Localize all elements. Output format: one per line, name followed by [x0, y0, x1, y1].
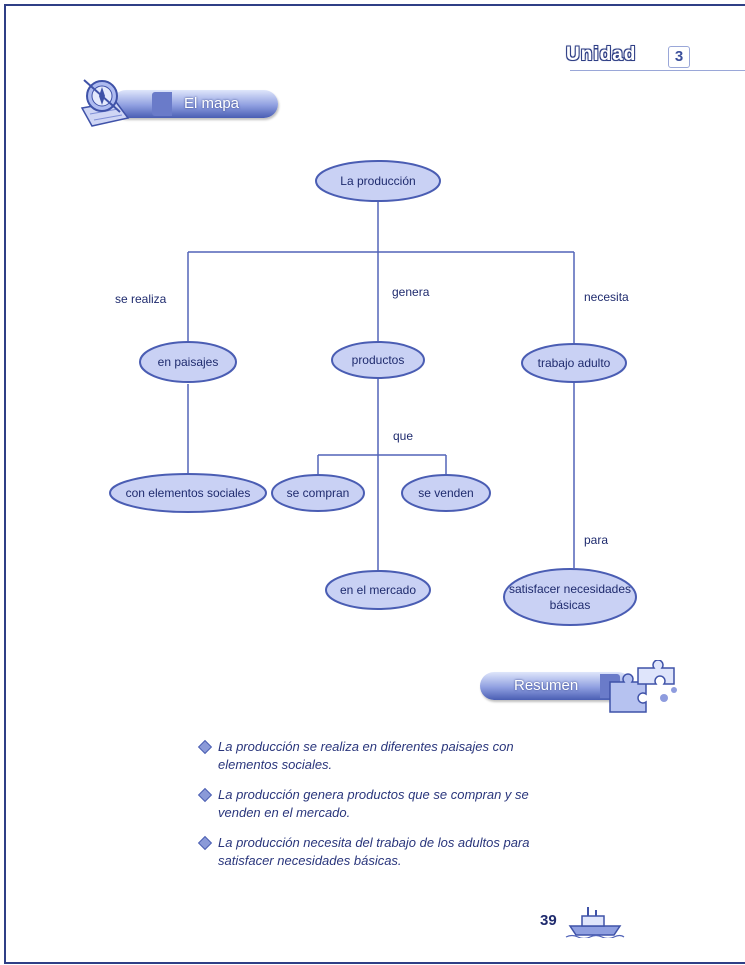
edge-label-para: para — [584, 533, 608, 547]
compass-icon — [83, 79, 121, 113]
diamond-bullet-icon — [197, 835, 213, 851]
node-label: se venden — [418, 486, 473, 500]
edge-label-que: que — [393, 429, 413, 443]
node-label: se compran — [287, 486, 350, 500]
summary-text: La producción se realiza en diferentes p… — [218, 739, 514, 772]
node-con-elementos-sociales: con elementos sociales — [109, 473, 267, 513]
page-number: 39 — [540, 912, 557, 929]
node-en-paisajes: en paisajes — [139, 341, 237, 383]
summary-section-title: Resumen — [514, 677, 579, 694]
unit-number: 3 — [668, 46, 690, 68]
puzzle-icon — [609, 660, 677, 713]
node-productos: productos — [331, 341, 425, 379]
node-satisfacer-necesidades: satisfacer necesidades básicas — [503, 568, 637, 626]
node-label: en paisajes — [158, 355, 219, 369]
edge-label-necesita: necesita — [584, 290, 629, 304]
node-en-el-mercado: en el mercado — [325, 570, 431, 610]
edge-label-genera: genera — [392, 285, 430, 299]
summary-text: La producción genera productos que se co… — [218, 787, 529, 820]
node-label-line-1: satisfacer necesidades — [509, 582, 631, 596]
node-label: trabajo adulto — [538, 356, 611, 370]
node-trabajo-adulto: trabajo adulto — [521, 343, 627, 383]
summary-list: La producción se realiza en diferentes p… — [197, 738, 538, 882]
map-section-title: El mapa — [184, 95, 240, 112]
node-label: productos — [352, 353, 405, 367]
map-section-banner: El mapa — [112, 90, 278, 118]
summary-item: La producción se realiza en diferentes p… — [197, 738, 538, 774]
summary-section-banner: Resumen — [480, 672, 632, 700]
node-label: con elementos sociales — [126, 486, 251, 500]
diamond-bullet-icon — [197, 739, 213, 755]
compass-map-icon — [80, 79, 130, 127]
unit-title: Unidad — [566, 44, 637, 65]
boat-icon — [565, 907, 625, 938]
summary-item: La producción necesita del trabajo de lo… — [197, 834, 538, 870]
node-label: La producción — [340, 174, 415, 188]
node-label: en el mercado — [340, 583, 416, 597]
connector-lines — [187, 200, 575, 572]
node-se-compran: se compran — [271, 474, 365, 512]
summary-text: La producción necesita del trabajo de lo… — [218, 835, 530, 868]
node-la-produccion: La producción — [315, 160, 441, 202]
diamond-bullet-icon — [197, 787, 213, 803]
edge-label-se-realiza: se realiza — [115, 292, 167, 306]
node-se-venden: se venden — [401, 474, 491, 512]
unit-underline — [570, 70, 745, 71]
summary-item: La producción genera productos que se co… — [197, 786, 538, 822]
node-label-line-2: básicas — [550, 598, 591, 612]
banner-tab — [152, 92, 172, 116]
